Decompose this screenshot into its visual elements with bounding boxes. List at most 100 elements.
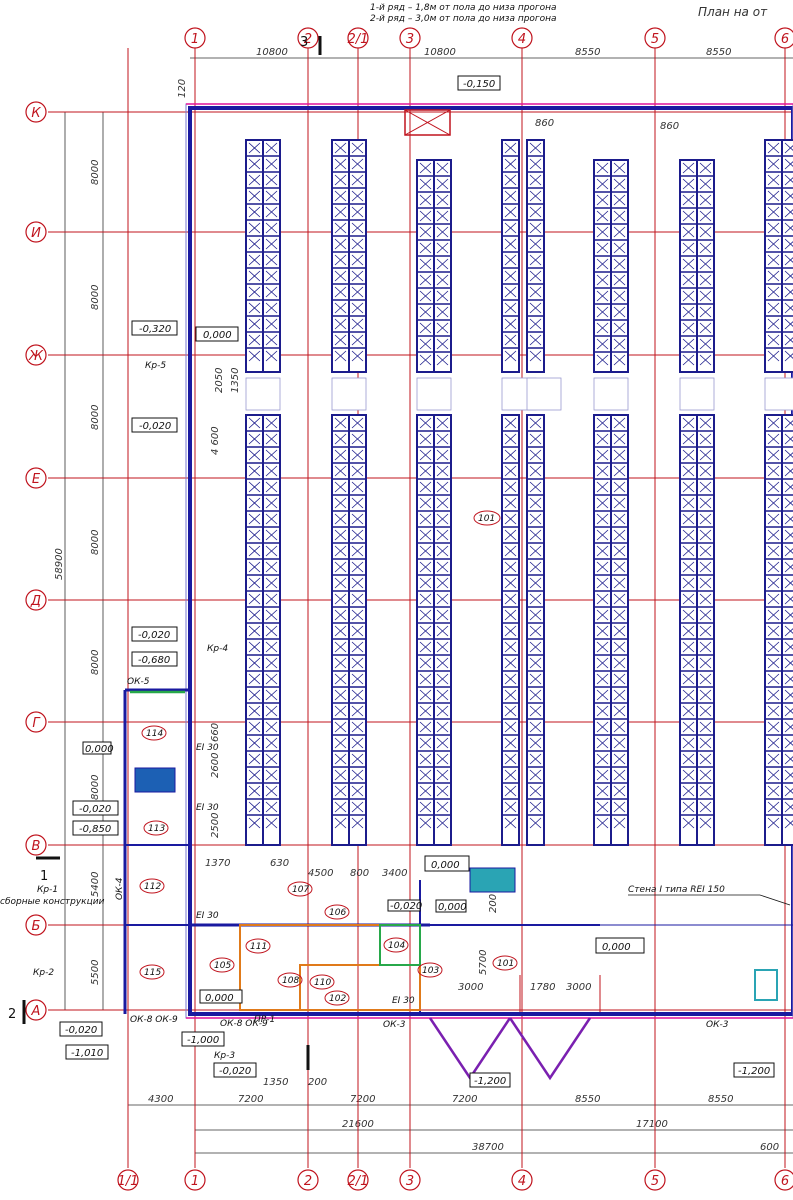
axis-label-bottom: 2/1 [348, 1174, 369, 1189]
svg-text:8000: 8000 [90, 160, 101, 185]
axis-label-top: 5 [651, 32, 659, 47]
axis-bubble-top [297, 27, 319, 49]
svg-text:3000: 3000 [458, 982, 483, 993]
svg-text:7200: 7200 [238, 1094, 263, 1105]
top-dimension-chain: 10800 10800 8550 8550 [190, 47, 793, 59]
local-dimensions: 120 860 860 2050 1350 4 600 1370 630 450… [177, 79, 679, 1088]
axis-label-bottom: 2 [304, 1174, 312, 1189]
rack-note-2: 2-й ряд – 3,0м от пола до низа прогона [370, 14, 557, 24]
svg-text:101: 101 [497, 959, 514, 969]
axis-label-top: 6 [781, 32, 789, 47]
rack-section [679, 159, 715, 373]
svg-text:5500: 5500 [90, 960, 101, 985]
svg-text:1370: 1370 [205, 858, 230, 869]
svg-text:-0,320: -0,320 [139, 324, 171, 335]
axis-label-bottom: 6 [781, 1174, 789, 1189]
rack-section [593, 414, 629, 846]
rack-section [245, 139, 281, 373]
svg-text:ОК-4: ОК-4 [115, 877, 125, 900]
axis-bubble-top [644, 27, 666, 49]
svg-text:0,000: 0,000 [431, 860, 460, 871]
svg-text:-0,020: -0,020 [138, 630, 170, 641]
svg-text:101: 101 [478, 514, 495, 524]
svg-text:1780: 1780 [530, 982, 555, 993]
svg-text:1350: 1350 [230, 368, 241, 393]
svg-text:0,000: 0,000 [203, 330, 232, 341]
bottom-dimension-chain: 4300 7200 7200 7200 8550 8550 21600 1710… [128, 1094, 793, 1154]
axis-bubble-bottom [511, 1169, 533, 1191]
room-tags: 101 101 102 103 104 105 106 107 108 110 … [139, 510, 518, 1006]
svg-text:5400: 5400 [90, 872, 101, 897]
rack-section [416, 159, 452, 373]
rack-gap [416, 377, 452, 411]
svg-text:38700: 38700 [472, 1142, 504, 1153]
svg-text:10800: 10800 [256, 47, 288, 58]
svg-text:-0,020: -0,020 [219, 1066, 251, 1077]
svg-text:0,000: 0,000 [602, 942, 631, 953]
annotations: Стена I типа REI 150 Кр-5 Кр-4 Кр-1 Кр-2… [0, 35, 791, 1070]
rack-section [526, 139, 545, 846]
rack-gap [593, 377, 629, 411]
svg-text:Кр-4: Кр-4 [207, 644, 228, 654]
svg-text:630: 630 [270, 858, 289, 869]
rack-gap [526, 377, 562, 411]
svg-text:104: 104 [388, 941, 405, 951]
svg-text:2600: 2600 [210, 753, 221, 778]
axis-label-left: В [32, 839, 41, 854]
svg-text:7200: 7200 [350, 1094, 375, 1105]
svg-text:120: 120 [177, 79, 188, 98]
svg-text:Кр-2: Кр-2 [33, 968, 54, 978]
svg-text:EI 30: EI 30 [196, 911, 219, 921]
axis-label-top: 3 [406, 32, 414, 47]
svg-text:Стена I типа REI 150: Стена I типа REI 150 [628, 885, 725, 895]
axis-label-bottom: 1/1 [118, 1174, 139, 1189]
svg-text:ОК-5: ОК-5 [127, 677, 150, 687]
axis-label-bottom: 5 [651, 1174, 659, 1189]
svg-text:0,000: 0,000 [85, 744, 114, 755]
svg-text:0,000: 0,000 [205, 993, 234, 1004]
axis-bubble-left [25, 589, 47, 611]
svg-text:EI 30: EI 30 [392, 996, 415, 1006]
axis-bubble-bottom [399, 1169, 421, 1191]
svg-text:103: 103 [422, 966, 439, 976]
svg-text:114: 114 [146, 729, 163, 739]
axis-label-top: 2/1 [348, 32, 369, 47]
axis-label-top: 4 [518, 32, 526, 47]
rack-note-1: 1-й ряд – 1,8м от пола до низа прогона [370, 3, 557, 13]
axis-label-top: 2 [304, 32, 312, 47]
svg-text:4 600: 4 600 [210, 426, 221, 455]
svg-text:ОК-8 ОК-9: ОК-8 ОК-9 [220, 1019, 268, 1029]
axis-label-left: К [31, 106, 41, 121]
storage-racks [245, 139, 793, 846]
svg-text:3000: 3000 [566, 982, 591, 993]
svg-text:8000: 8000 [90, 775, 101, 800]
svg-text:8550: 8550 [706, 47, 731, 58]
svg-text:8000: 8000 [90, 530, 101, 555]
svg-text:-1,010: -1,010 [71, 1048, 103, 1059]
axis-label-top: 1 [191, 32, 199, 47]
svg-text:5700: 5700 [478, 950, 489, 975]
axis-label-left: Е [32, 472, 41, 487]
axis-bubble-left [25, 467, 47, 489]
axis-label-left: А [31, 1004, 41, 1019]
axis-bubble-top [347, 27, 369, 49]
rack-gap [679, 377, 715, 411]
svg-text:115: 115 [144, 968, 161, 978]
svg-text:ОК-3: ОК-3 [706, 1020, 729, 1030]
svg-text:58900: 58900 [54, 548, 65, 580]
svg-text:0,000: 0,000 [438, 902, 467, 913]
svg-text:105: 105 [214, 961, 231, 971]
svg-text:ПР-1: ПР-1 [254, 1015, 275, 1025]
svg-text:107: 107 [292, 885, 309, 895]
axis-bubble-bottom [774, 1169, 793, 1191]
axis-bubble-top [511, 27, 533, 49]
svg-text:-0,680: -0,680 [138, 655, 170, 666]
rack-section [764, 139, 793, 373]
axis-label-left: Б [32, 919, 41, 934]
axis-label-bottom: 3 [406, 1174, 414, 1189]
rack-section [245, 414, 281, 846]
svg-text:17100: 17100 [636, 1119, 668, 1130]
svg-text:-1,000: -1,000 [187, 1035, 219, 1046]
svg-text:3: 3 [300, 35, 308, 50]
rack-section [679, 414, 715, 846]
